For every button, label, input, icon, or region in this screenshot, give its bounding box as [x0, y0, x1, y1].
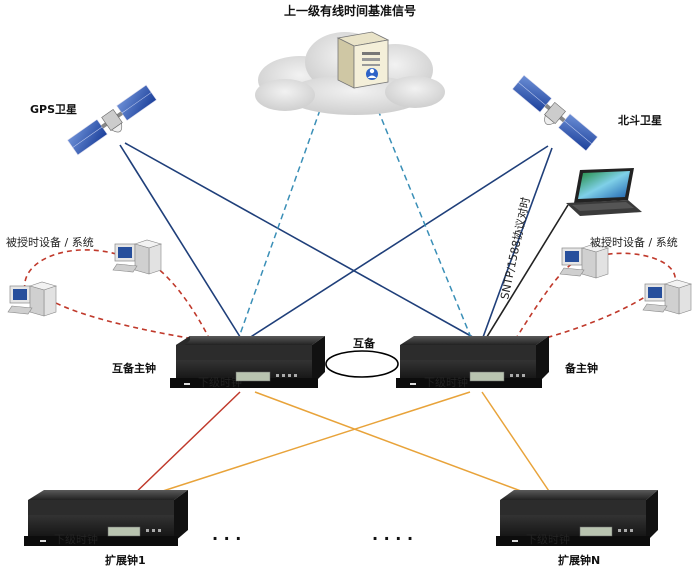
upstream-to-backup-link	[377, 109, 473, 341]
gps-satellite-label: GPS卫星	[30, 103, 77, 116]
server-icon	[336, 31, 390, 89]
gps-satellite-icon	[67, 84, 157, 156]
device-display	[107, 526, 141, 537]
extension-clock-n-device: 下级时钟	[496, 490, 658, 546]
extension-clock-1-label: 扩展钟1	[105, 553, 146, 567]
device-led	[512, 540, 518, 542]
beidou-satellite-icon	[512, 74, 598, 152]
ellipsis-left: · · ·	[212, 529, 241, 548]
satellite-links	[119, 142, 553, 341]
ntp-link	[484, 204, 569, 341]
device-brand-text: 下级时钟	[198, 375, 242, 389]
backup-clock-label: 备主钟	[564, 361, 598, 375]
gps-to-backup-link	[124, 142, 479, 341]
device-led	[184, 383, 190, 385]
backup-to-extN-link	[481, 391, 556, 501]
backup-to-ext1-link	[134, 391, 471, 501]
clients-left-label: 被授时设备 / 系统	[6, 235, 94, 249]
gps-to-master-link	[119, 144, 243, 341]
extension-clock-1-device: 下级时钟	[24, 490, 188, 546]
device-brand-text: 下级时钟	[526, 532, 570, 546]
clients-right-label: 被授时设备 / 系统	[590, 235, 678, 249]
upstream-to-master-link	[237, 109, 321, 341]
extension-clock-n-label: 扩展钟N	[558, 553, 600, 567]
client-computer-icon	[112, 239, 163, 275]
master-clock-label: 互备主钟	[112, 361, 156, 375]
mutual-backup-ring	[325, 350, 399, 378]
device-led	[40, 540, 46, 542]
device-display	[469, 371, 505, 382]
device-brand-text: 下级时钟	[54, 532, 98, 546]
laptop-icon	[566, 168, 642, 216]
device-brand-text: 下级时钟	[424, 375, 468, 389]
master-clock-device: 下级时钟	[170, 336, 325, 389]
client-computer-icon	[7, 281, 58, 317]
device-led	[410, 383, 416, 385]
upstream-links	[237, 109, 473, 341]
ntp-protocol-label: SNTP/1588协议对时	[497, 196, 532, 301]
client-computer-icon	[642, 279, 693, 315]
master-to-extN-link	[254, 391, 546, 501]
device-display	[235, 371, 271, 382]
left-client-loop-link	[24, 249, 121, 291]
ellipsis-right: · · · ·	[372, 529, 413, 548]
mutual-backup-label: 互备	[353, 336, 376, 350]
beidou-to-backup-link	[481, 147, 553, 341]
beidou-satellite-label: 北斗卫星	[618, 113, 662, 127]
extension-links	[127, 391, 556, 501]
master-to-ext1-link	[127, 391, 241, 501]
client-computer-icon	[559, 243, 610, 279]
master-to-left-client-bottom-link	[41, 294, 201, 341]
backup-clock-device: 下级时钟	[396, 336, 549, 389]
right-client-loop-link	[589, 252, 676, 291]
backup-to-right-client-bottom-link	[529, 294, 649, 343]
beidou-to-master-link	[245, 145, 549, 341]
device-display	[579, 526, 613, 537]
upstream-signal-label: 上一级有线时间基准信号	[284, 3, 416, 18]
